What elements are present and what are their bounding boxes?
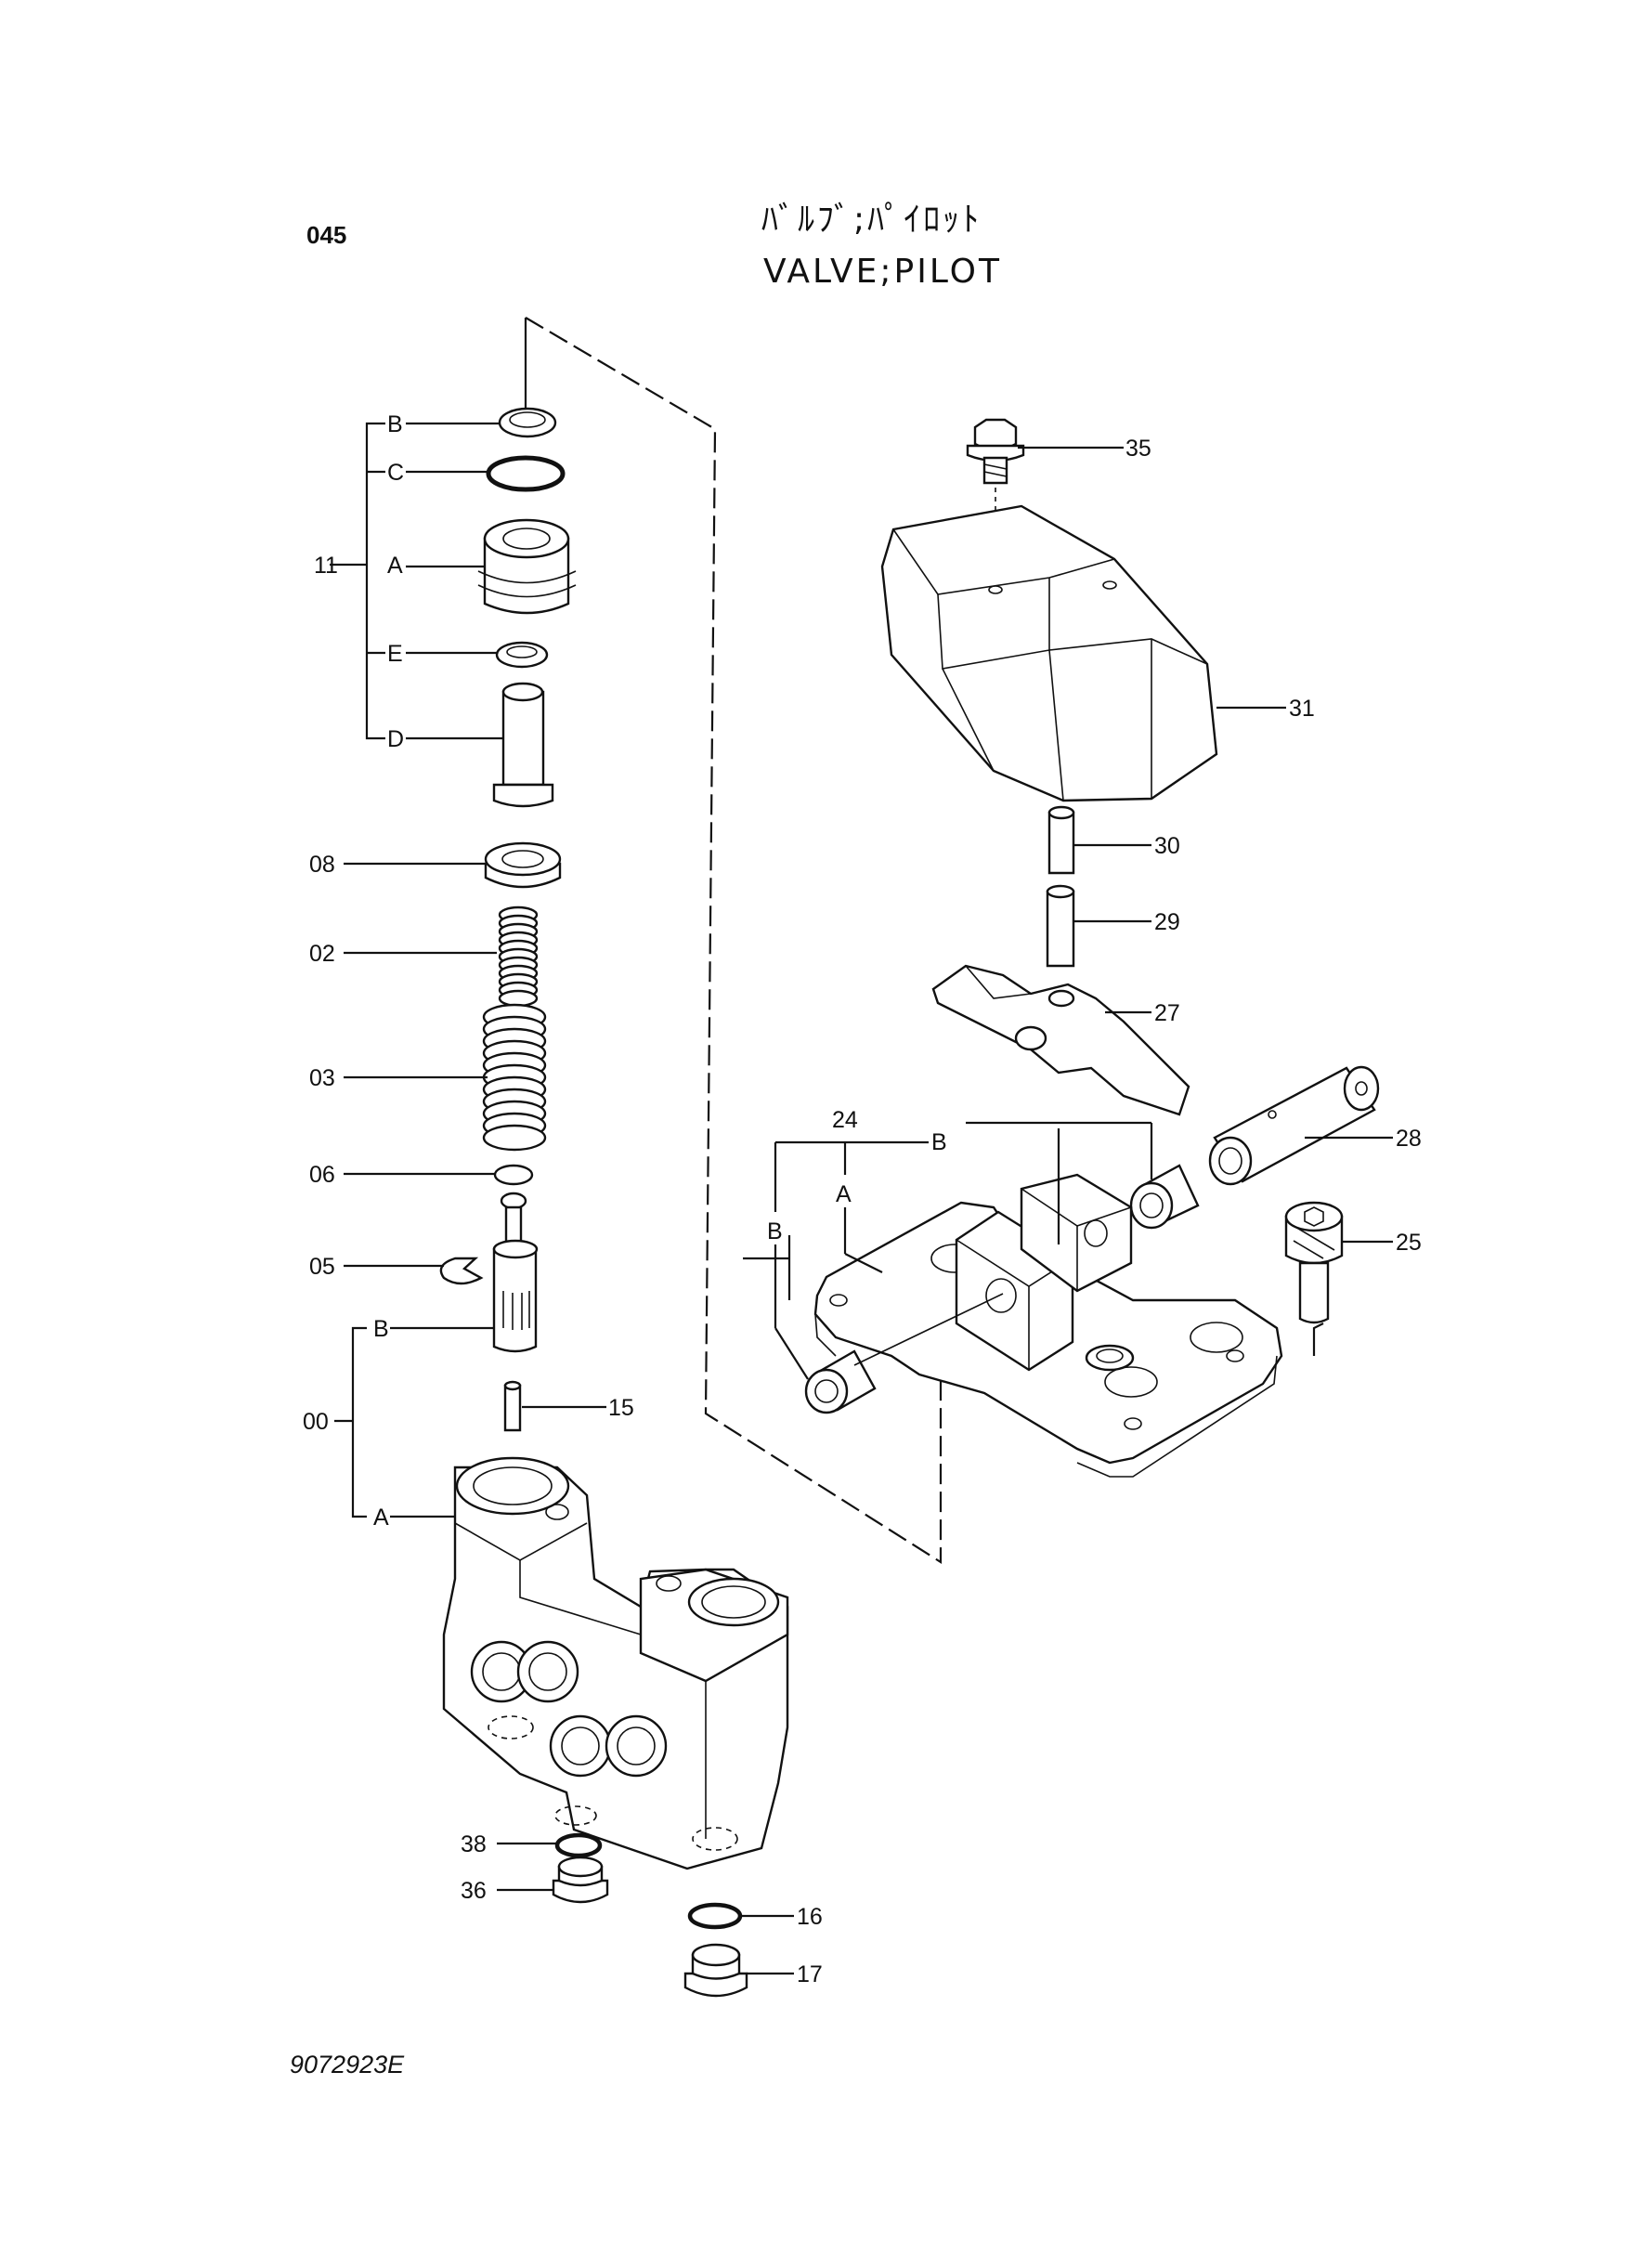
part-11c-oring xyxy=(486,455,566,492)
callout-29: 29 xyxy=(1154,909,1180,935)
bushing-left xyxy=(804,1293,1004,1414)
callout-11: 11 xyxy=(314,553,338,579)
callout-35: 35 xyxy=(1125,436,1151,462)
part-24-bracket xyxy=(813,1128,1283,1478)
part-30-pin xyxy=(1047,805,1075,875)
callout-11-c: C xyxy=(387,460,404,486)
part-16-oring xyxy=(687,1902,743,1930)
part-02-spring xyxy=(498,905,539,1008)
part-17-plug xyxy=(683,1943,748,1998)
callout-08: 08 xyxy=(309,852,335,878)
assembly-guide-line xyxy=(525,317,943,1564)
callout-labels: 11 B C A E D 08 02 03 06 05 00 B A 15 38… xyxy=(303,411,1422,1987)
part-31-cover xyxy=(880,504,1218,802)
part-06-washer xyxy=(493,1164,534,1186)
part-27-lever xyxy=(931,964,1190,1116)
callout-36: 36 xyxy=(461,1878,487,1904)
part-11b-ring xyxy=(498,407,557,438)
spring-coil xyxy=(482,1124,547,1152)
callout-00-b: B xyxy=(373,1316,389,1342)
part-25-bolt xyxy=(1284,1201,1344,1324)
part-11a-plug xyxy=(477,518,577,615)
callout-06: 06 xyxy=(309,1162,335,1188)
part-11d-pin xyxy=(492,682,554,808)
callout-00-a: A xyxy=(373,1505,389,1531)
callout-05: 05 xyxy=(309,1254,335,1280)
callout-11-e: E xyxy=(387,641,403,667)
callout-17: 17 xyxy=(797,1961,823,1987)
callout-15: 15 xyxy=(608,1395,634,1421)
page-code: 045 xyxy=(306,221,346,249)
part-29-pin xyxy=(1046,884,1075,968)
part-03-spring xyxy=(482,1003,547,1152)
callout-28: 28 xyxy=(1396,1126,1422,1152)
callout-24: 24 xyxy=(832,1107,858,1133)
spring-coil xyxy=(498,989,539,1008)
callout-31: 31 xyxy=(1289,696,1315,722)
callout-25: 25 xyxy=(1396,1230,1422,1256)
bushing-right xyxy=(1129,1164,1200,1230)
callout-27: 27 xyxy=(1154,1000,1180,1026)
part-05-clip xyxy=(439,1257,484,1285)
part-15-pin xyxy=(503,1380,522,1432)
callout-02: 02 xyxy=(309,941,335,967)
part-36-plug xyxy=(552,1856,609,1904)
leaders xyxy=(330,422,1393,1975)
title-english: VALVE;PILOT xyxy=(763,253,1002,291)
callout-24-a: A xyxy=(836,1181,852,1207)
callout-38: 38 xyxy=(461,1831,487,1857)
callout-03: 03 xyxy=(309,1065,335,1091)
part-28-shaft xyxy=(1208,1065,1380,1186)
part-08-seat xyxy=(484,841,562,889)
part-38-oring xyxy=(554,1832,603,1858)
part-11e-ring xyxy=(495,641,549,669)
callout-00: 00 xyxy=(303,1409,329,1435)
callout-16: 16 xyxy=(797,1904,823,1930)
title-japanese: ﾊﾞﾙﾌﾞ;ﾊﾟｲﾛｯﾄ xyxy=(761,201,982,239)
callout-24-b-top: B xyxy=(931,1129,947,1155)
callout-24-b-left: B xyxy=(767,1218,783,1244)
valve-body xyxy=(442,1456,789,1870)
drawing-number: 9072923E xyxy=(290,2051,405,2078)
callout-11-d: D xyxy=(387,726,404,752)
callout-11-a: A xyxy=(387,553,403,579)
callout-11-b: B xyxy=(387,411,403,437)
part-05-spool xyxy=(492,1192,539,1353)
callout-30: 30 xyxy=(1154,833,1180,859)
